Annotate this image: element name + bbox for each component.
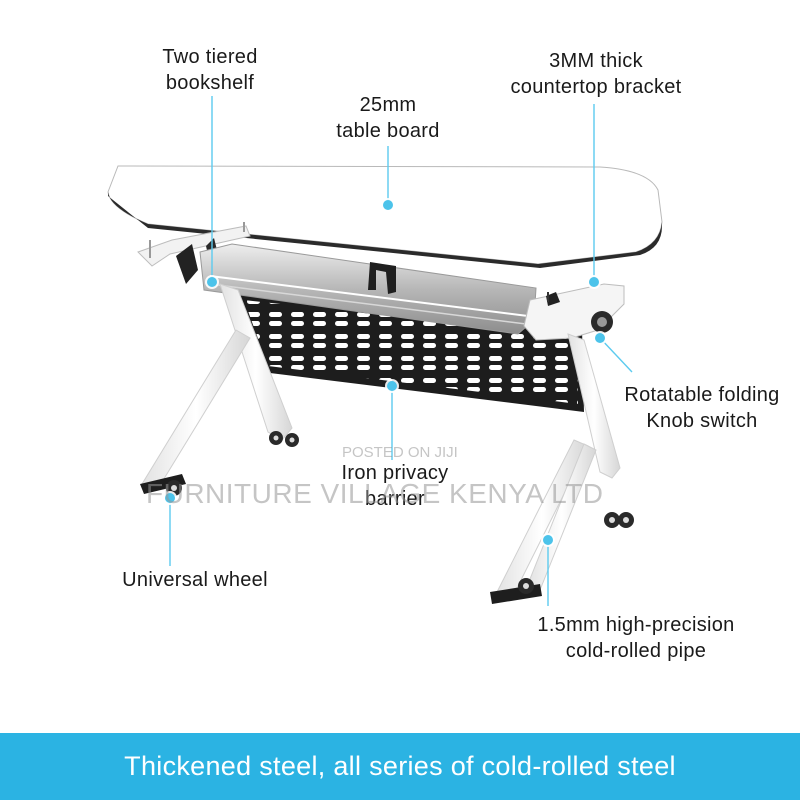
footer-band bbox=[0, 733, 800, 800]
right-bracket bbox=[523, 283, 625, 341]
footer-caption: Thickened steel, all series of cold-roll… bbox=[124, 751, 676, 781]
watermark-posted: POSTED ON JIJI bbox=[342, 444, 458, 461]
watermark-shop: FURNITURE VILLAGE KENYA LTD bbox=[146, 478, 604, 509]
table-board bbox=[107, 165, 663, 268]
right-leg bbox=[490, 333, 634, 604]
left-leg bbox=[140, 283, 299, 496]
callouts bbox=[169, 96, 633, 606]
label-universal-wheel: Universal wheel bbox=[122, 569, 268, 591]
callout-dots bbox=[163, 198, 607, 547]
